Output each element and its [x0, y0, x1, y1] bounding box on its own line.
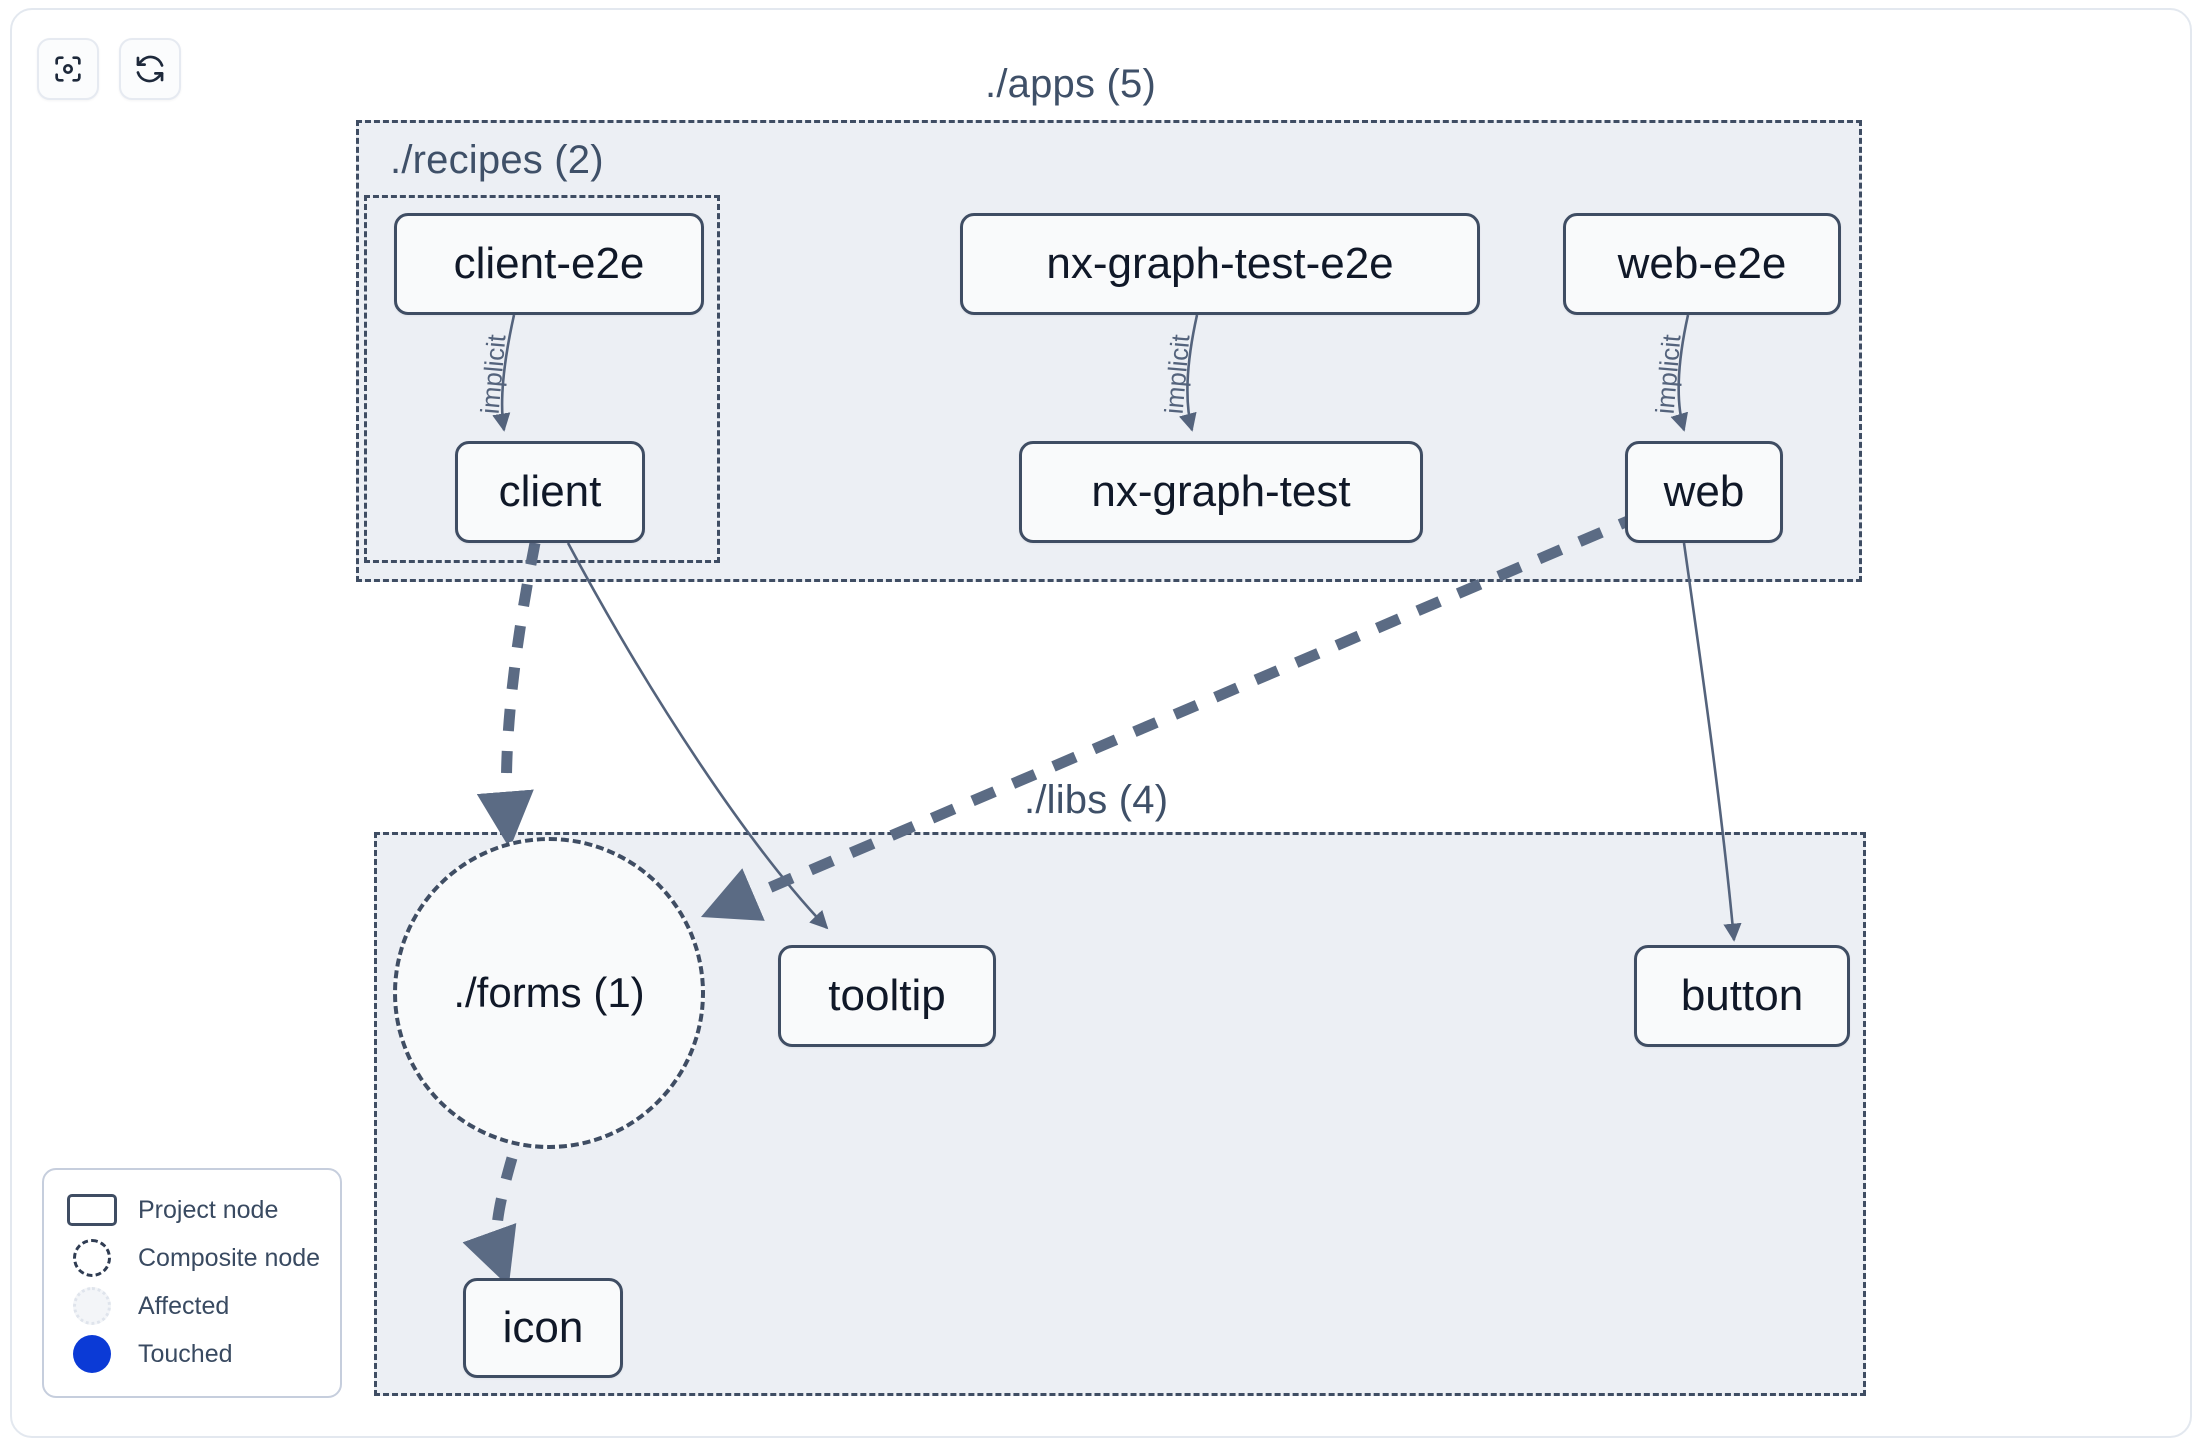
graph-canvas[interactable]: ./apps (5) ./recipes (2) ./libs (4): [12, 10, 2190, 1436]
legend-label-affected: Affected: [138, 1291, 230, 1320]
node-forms-composite[interactable]: ./forms (1): [393, 837, 705, 1149]
node-client-e2e[interactable]: client-e2e: [394, 213, 704, 315]
focus-target-icon: [51, 52, 85, 86]
node-web-e2e-label: web-e2e: [1617, 239, 1787, 288]
legend-label-touched: Touched: [138, 1339, 233, 1368]
group-apps-label: ./apps (5): [985, 62, 1156, 106]
legend-label-project-node: Project node: [138, 1195, 279, 1224]
project-node-icon: [64, 1194, 120, 1226]
legend-item-project-node: Project node: [64, 1186, 320, 1234]
node-nx-graph-test[interactable]: nx-graph-test: [1019, 441, 1423, 543]
group-recipes-label: ./recipes (2): [390, 138, 604, 182]
graph-legend: Project node Composite node Affected Tou…: [42, 1168, 342, 1398]
edge-client-to-forms: [476, 541, 541, 849]
node-web-label: web: [1663, 467, 1745, 516]
graph-card: ./apps (5) ./recipes (2) ./libs (4): [10, 8, 2192, 1438]
node-client-label: client: [498, 467, 602, 516]
node-nx-graph-test-e2e[interactable]: nx-graph-test-e2e: [960, 213, 1480, 315]
group-libs-label: ./libs (4): [1024, 778, 1169, 822]
node-web[interactable]: web: [1625, 441, 1783, 543]
touched-node-icon: [64, 1335, 120, 1373]
affected-node-icon: [64, 1287, 120, 1325]
composite-node-icon: [64, 1239, 120, 1277]
legend-item-affected: Affected: [64, 1282, 320, 1330]
node-forms-label: ./forms (1): [453, 969, 645, 1016]
refresh-graph-button[interactable]: [119, 38, 181, 100]
refresh-icon: [133, 52, 167, 86]
legend-item-touched: Touched: [64, 1330, 320, 1378]
node-web-e2e[interactable]: web-e2e: [1563, 213, 1841, 315]
graph-toolbar: [37, 38, 181, 100]
node-tooltip[interactable]: tooltip: [778, 945, 996, 1047]
node-icon[interactable]: icon: [463, 1278, 623, 1378]
node-client-e2e-label: client-e2e: [453, 239, 645, 288]
node-button-label: button: [1680, 971, 1804, 1020]
legend-label-composite-node: Composite node: [138, 1243, 321, 1272]
focus-graph-button[interactable]: [37, 38, 99, 100]
legend-item-composite-node: Composite node: [64, 1234, 320, 1282]
node-nx-graph-test-label: nx-graph-test: [1091, 467, 1351, 516]
node-nx-graph-test-e2e-label: nx-graph-test-e2e: [1046, 239, 1394, 288]
node-icon-label: icon: [502, 1303, 584, 1352]
node-button[interactable]: button: [1634, 945, 1850, 1047]
node-tooltip-label: tooltip: [828, 971, 946, 1020]
node-client[interactable]: client: [455, 441, 645, 543]
